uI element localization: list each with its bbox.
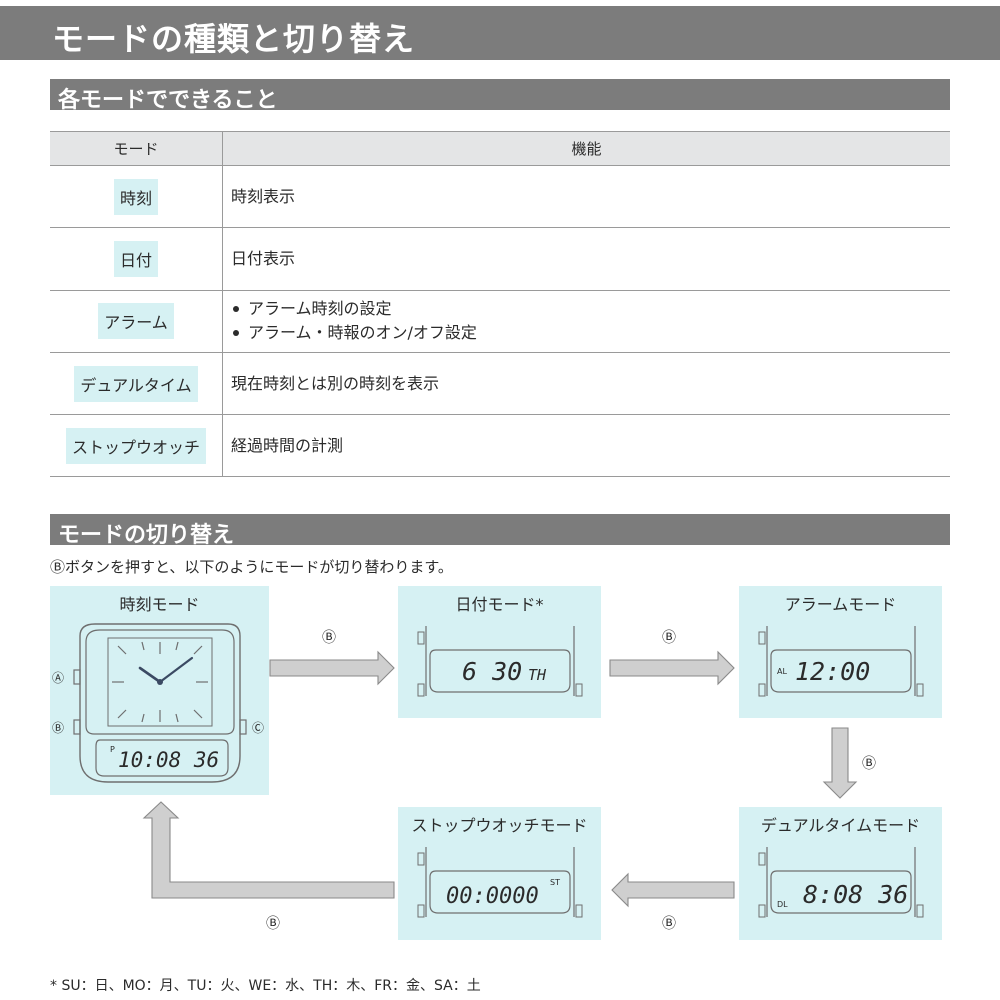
mode-label: アラーム [98,303,174,340]
time-lcd-readout: 10:08 36 [118,748,219,772]
flow-label-b-1: Ⓑ [322,630,336,646]
page-header: モードの種類と切り替え [0,6,1000,60]
function-line: 日付表示 [231,247,950,271]
mode-table: モード 機能 時刻 時刻表示日付 日付表示アラーム アラーム時刻の設定アラーム・時報の… [50,131,950,478]
function-text: アラーム時刻の設定 [248,299,392,319]
table-row: 時刻 時刻表示 [50,166,950,229]
watch-hands [138,656,194,685]
mode-cell: 日付 [50,228,222,289]
table-body: 時刻 時刻表示日付 日付表示アラーム アラーム時刻の設定アラーム・時報のオン/オフ設定… [50,166,950,478]
stopwatch-lcd-illustration: 00:0000 ST [417,847,583,918]
arrow-alarm-to-dual [822,727,858,799]
table-row: ストップウオッチ 経過時間の計測 [50,415,950,478]
table-header: モード 機能 [50,131,950,166]
panel-date-mode: 日付モード* 6 30 TH [398,586,601,718]
panel-stopwatch-mode: ストップウオッチモード 00:0000 ST [398,807,601,940]
panel-stopwatch-mode-label: ストップウオッチモード [411,816,588,835]
table-row: デュアルタイム 現在時刻とは別の時刻を表示 [50,352,950,416]
section-switch-title: モードの切り替え [58,523,235,548]
function-cell: 経過時間の計測 [222,415,950,477]
function-line: アラーム・時報のオン/オフ設定 [231,321,950,345]
column-header-mode: モード [113,140,159,158]
watch-button-c [239,719,247,735]
flow-label-b-3: Ⓑ [862,756,876,772]
digital-display [95,739,229,777]
function-line: 経過時間の計測 [231,434,950,458]
mode-cell: ストップウオッチ [50,415,222,476]
section-switch-header: モードの切り替え [50,514,950,548]
function-cell: 日付表示 [222,228,950,290]
function-text: 日付表示 [231,248,296,268]
flow-label-b-5: Ⓑ [266,916,280,932]
bullet-icon [233,306,239,313]
function-line: 時刻表示 [231,185,950,209]
button-b-label: Ⓑ [52,721,64,735]
dual-lcd-readout: 8:08 36 [803,880,908,909]
function-text: アラーム・時報のオン/オフ設定 [248,323,477,343]
bullet-icon [233,330,239,337]
button-c-label: Ⓒ [252,721,264,735]
analog-dial [107,637,213,727]
panel-time-mode: 時刻モード Ⓐ Ⓑ Ⓒ [50,586,269,795]
panel-alarm-mode-label: アラームモード [784,595,897,614]
panel-date-mode-label: 日付モード* [455,595,544,614]
arrow-time-to-date [269,650,395,686]
dual-indicator-dl: DL [777,900,788,909]
arrow-dual-to-stopwatch [611,872,735,908]
mode-label: 時刻 [113,178,158,215]
section-functions-title: 各モードでできること [58,88,278,113]
mode-cell: アラーム [50,291,222,352]
button-a-label: Ⓐ [52,671,64,685]
panel-dual-time-mode-label: デュアルタイムモード [760,816,921,835]
arrow-stopwatch-to-time [142,801,395,899]
alarm-lcd-readout: 12:00 [795,657,870,686]
function-line: 現在時刻とは別の時刻を表示 [231,372,950,396]
lcd-indicator-p: P [110,745,115,754]
dual-lcd-illustration: DL 8:08 36 [758,847,924,918]
watch-illustration: Ⓐ Ⓑ Ⓒ P 10:08 36 [52,623,264,783]
mode-cell: デュアルタイム [50,353,222,414]
stopwatch-lcd-readout: 00:0000 [446,884,539,909]
alarm-indicator-al: AL [777,667,787,676]
column-header-function: 機能 [222,132,950,166]
flow-label-b-2: Ⓑ [662,630,676,646]
function-cell: アラーム時刻の設定アラーム・時報のオン/オフ設定 [222,290,950,352]
footnote: * SU：日、MO：月、TU：火、WE：水、TH：木、FR：金、SA：土 [50,978,481,994]
function-line: アラーム時刻の設定 [231,297,950,321]
function-text: 経過時間の計測 [231,435,344,455]
page-title: モードの種類と切り替え [52,20,416,58]
function-cell: 現在時刻とは別の時刻を表示 [222,352,950,415]
stopwatch-indicator-st: ST [550,878,560,887]
table-row: アラーム アラーム時刻の設定アラーム・時報のオン/オフ設定 [50,290,950,353]
watch-button-a [73,669,81,685]
function-text: 現在時刻とは別の時刻を表示 [231,373,440,393]
switch-intro-text: Ⓑボタンを押すと、以下のようにモードが切り替わります。 [50,558,453,576]
mode-label: ストップウオッチ [65,427,206,464]
panel-time-mode-label: 時刻モード [119,595,200,614]
section-functions-header: 各モードでできること [50,79,950,113]
date-lcd-readout: 6 30 [462,657,522,686]
table-row: 日付 日付表示 [50,228,950,291]
function-text: 時刻表示 [231,186,296,206]
panel-alarm-mode: アラームモード AL 12:00 [739,586,942,718]
date-lcd-illustration: 6 30 TH [417,626,583,697]
mode-cell: 時刻 [50,166,222,227]
panel-dual-time-mode: デュアルタイムモード DL 8:08 36 [739,807,942,940]
hour-markers [112,641,208,723]
function-cell: 時刻表示 [222,166,950,228]
alarm-lcd-illustration: AL 12:00 [758,626,924,697]
flow-label-b-4: Ⓑ [662,916,676,932]
mode-label: 日付 [113,240,158,277]
mode-label: デュアルタイム [74,365,198,402]
date-lcd-suffix: TH [528,666,547,684]
arrow-date-to-alarm [609,650,735,686]
watch-button-b [73,719,81,735]
